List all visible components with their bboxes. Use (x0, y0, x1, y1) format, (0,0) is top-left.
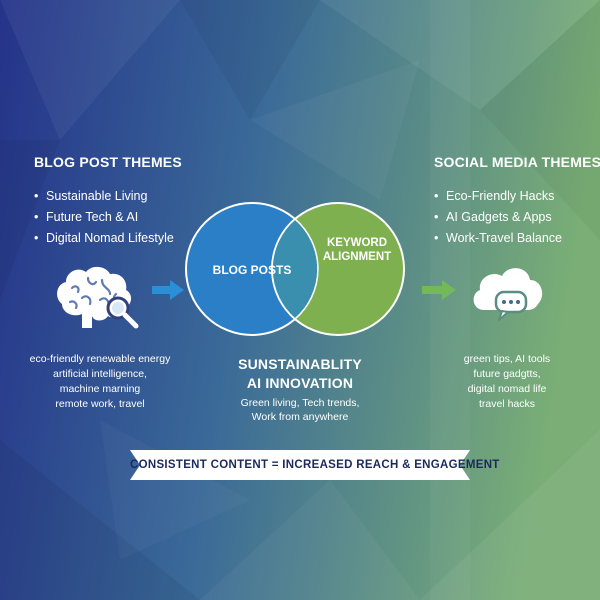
blog-post-themes-heading: BLOG POST THEMES (34, 154, 182, 170)
social-keywords: green tips, AI tools future gadgtts, dig… (422, 352, 592, 412)
arrow-right-icon (152, 280, 184, 300)
keyword-line: machine marning (59, 383, 141, 395)
keyword-line: travel hacks (478, 398, 536, 410)
center-subtext: Green living, Tech trends, Work from any… (200, 396, 400, 424)
banner-ribbon (130, 450, 470, 480)
list-item: Work-Travel Balance (434, 228, 562, 249)
center-sub-line: Work from anywhere (251, 411, 349, 423)
list-item: Digital Nomad Lifestyle (34, 228, 174, 249)
venn-overlap (271, 218, 319, 320)
center-sub-line: Green living, Tech trends, (240, 397, 360, 409)
list-item: AI Gadgets & Apps (434, 207, 562, 228)
list-item: Future Tech & AI (34, 207, 174, 228)
keyword-line: artificial intelligence, (53, 368, 147, 380)
keyword-line: digital nomad life (467, 383, 547, 395)
list-item: Eco-Friendly Hacks (434, 186, 562, 207)
banner-text: CONSISTENT CONTENT = INCREASED REACH & E… (130, 459, 500, 471)
blog-post-themes-list: Sustainable Living Future Tech & AI Digi… (34, 186, 174, 249)
blog-posts-label: BLOG POSTS (213, 263, 292, 277)
keyword-label-line-1: KEYWORD (327, 237, 387, 249)
center-title-line: AI INNOVATION (246, 375, 354, 391)
cloud-chat-icon (473, 268, 543, 321)
arrow-right-icon (422, 280, 456, 300)
center-summary: SUNSTAINABLITY AI INNOVATION Green livin… (200, 355, 400, 424)
keyword-line: green tips, AI tools (463, 353, 551, 365)
keyword-line: future gadgtts, (473, 368, 541, 380)
keyword-label-line-2: ALIGNMENT (323, 251, 391, 263)
social-media-themes-list: Eco-Friendly Hacks AI Gadgets & Apps Wor… (434, 186, 562, 249)
keyword-line: eco-friendly renewable energy (29, 353, 171, 365)
list-item: Sustainable Living (34, 186, 174, 207)
brain-magnifier-icon (57, 266, 139, 329)
social-media-themes-heading: SOCIAL MEDIA THEMES (434, 154, 600, 170)
center-title-line: SUNSTAINABLITY (238, 356, 362, 372)
venn-diagram: BLOG POSTS KEYWORD ALIGNMENT (185, 202, 405, 336)
keyword-line: remote work, travel (55, 398, 145, 410)
blog-keywords: eco-friendly renewable energy artificial… (15, 352, 185, 412)
